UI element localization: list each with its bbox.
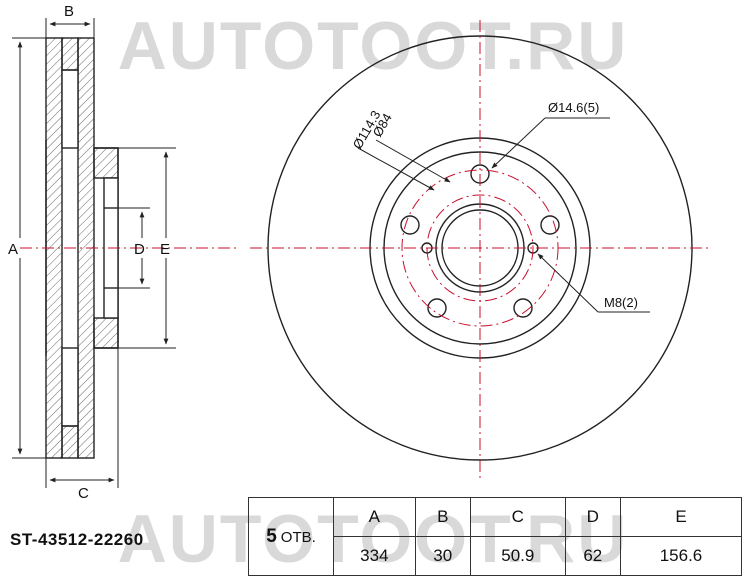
technical-drawing: A B C D E <box>8 3 710 500</box>
bolt-hole <box>540 215 560 235</box>
vent-gap-bottom <box>61 347 79 427</box>
value-d: 62 <box>564 536 621 576</box>
hole-unit: ОТВ. <box>280 528 316 546</box>
dimension-a <box>12 37 46 459</box>
annotation-bolt-holes: Ø14.6(5) <box>548 100 599 115</box>
part-number: ST-43512-22260 <box>10 530 144 549</box>
pcd-circle <box>401 169 559 327</box>
vent-gap-top <box>61 69 79 149</box>
vane-top <box>61 37 79 71</box>
label-e: E <box>160 241 170 258</box>
dimension-b <box>45 18 95 38</box>
vane-bottom <box>61 425 79 459</box>
value-c: 50.9 <box>469 536 566 576</box>
dimension-c <box>45 348 119 488</box>
header-e: E <box>619 497 743 537</box>
header-b: B <box>414 497 471 537</box>
bolt-hole <box>513 298 533 318</box>
hat-wall-bottom <box>93 317 119 349</box>
pitch-circle-threaded <box>426 194 534 302</box>
value-e: 156.6 <box>619 536 743 576</box>
front-center-lines <box>250 20 710 478</box>
annotation-threaded-holes: M8(2) <box>604 295 638 310</box>
dimension-e <box>118 147 176 349</box>
label-d: D <box>134 241 145 258</box>
dimension-d <box>118 207 150 289</box>
label-c: C <box>78 485 89 500</box>
hole-count: 5 <box>266 525 277 547</box>
leader-lines <box>357 117 650 313</box>
label-a: A <box>8 241 18 258</box>
value-b: 30 <box>414 536 471 576</box>
value-a: 334 <box>333 536 416 576</box>
header-a: A <box>333 497 416 537</box>
label-b: B <box>64 3 74 20</box>
header-c: C <box>469 497 566 537</box>
specs-value-row: 334 30 50.9 62 156.6 <box>249 536 743 576</box>
hat-wall-top <box>93 147 119 179</box>
header-d: D <box>564 497 621 537</box>
bolt-hole <box>400 215 420 235</box>
bolt-hole <box>427 298 447 318</box>
